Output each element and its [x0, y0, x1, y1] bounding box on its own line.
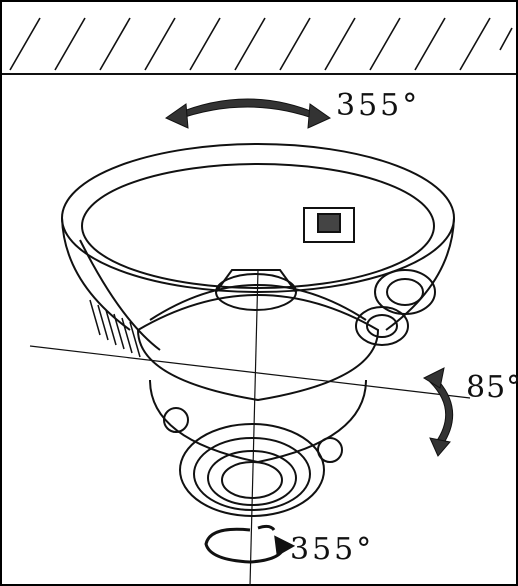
camera-base	[61, 143, 455, 351]
pan-rotation-arrow	[164, 98, 332, 129]
tilt-angle-label: 85°	[466, 370, 518, 405]
ceiling-hatch	[2, 17, 516, 75]
rotation-arrow	[204, 524, 296, 564]
cable-ports	[303, 207, 436, 346]
tilt-rotation-arrow	[422, 367, 454, 457]
pan-angle-label: 355°	[336, 88, 421, 123]
camera-module	[136, 269, 380, 464]
axis-lines	[29, 269, 471, 586]
rotate-angle-label: 355°	[290, 532, 375, 567]
grille	[89, 299, 141, 358]
